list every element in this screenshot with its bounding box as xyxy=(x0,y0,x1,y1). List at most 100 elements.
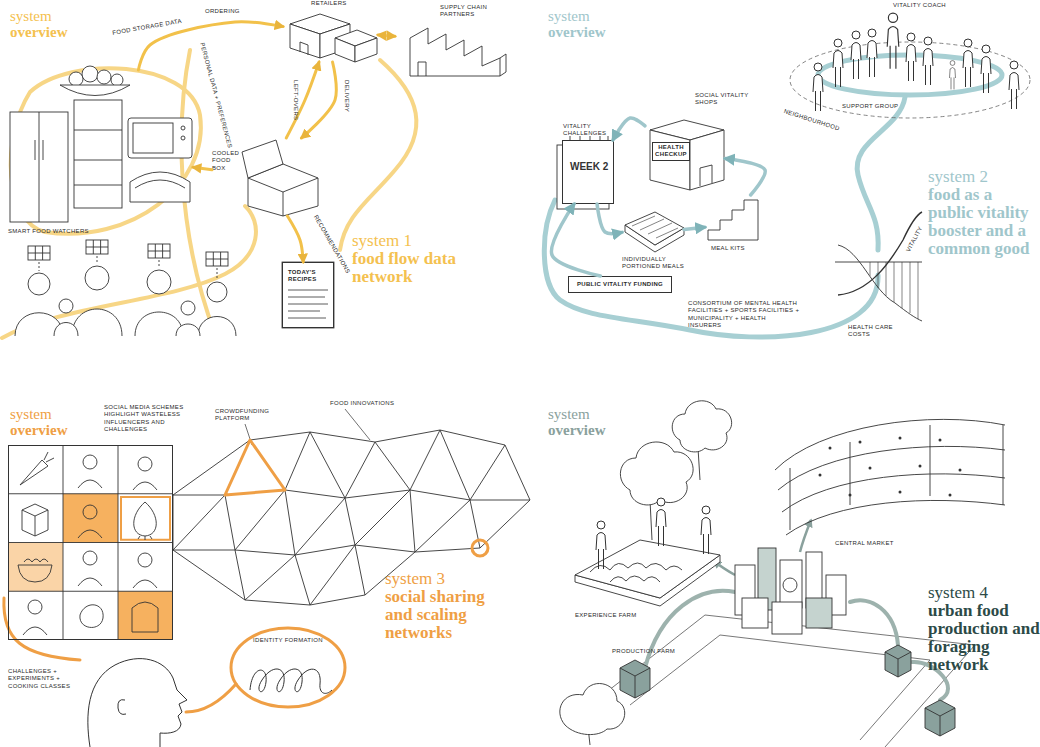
grid-line xyxy=(121,497,170,540)
farm-cube xyxy=(620,645,955,736)
section-heading: system xyxy=(548,406,590,422)
market-visitor xyxy=(899,437,902,440)
city-building xyxy=(735,548,846,634)
vitality-flow xyxy=(857,97,905,250)
city-building xyxy=(783,578,797,592)
system-title: food flow data network xyxy=(352,250,482,286)
annotation: PRODUCTION FARM xyxy=(612,648,675,655)
grid-icon xyxy=(133,482,157,490)
shop-building xyxy=(690,130,724,190)
farm-cube xyxy=(925,700,955,736)
city-building xyxy=(742,598,768,628)
flow-connector xyxy=(684,227,705,229)
flow-swoosh xyxy=(2,206,256,338)
grid-icon xyxy=(22,504,48,536)
orange-highlight xyxy=(186,684,236,712)
flow-connector xyxy=(725,159,765,196)
family-figure xyxy=(85,266,109,290)
meal-package xyxy=(625,212,684,245)
supply-chain-building xyxy=(418,62,426,76)
node-label: MEAL KITS xyxy=(711,245,766,252)
data-panel xyxy=(28,246,50,260)
network-mesh xyxy=(245,595,365,605)
annotation: CHALLENGES + EXPERIMENTS + COOKING CLASS… xyxy=(8,668,80,690)
vitality-flow xyxy=(544,55,1002,337)
flow-connector xyxy=(613,118,645,140)
kitchen-appliance xyxy=(10,100,192,222)
grid-cell-fill xyxy=(8,543,63,592)
cooled-food-box: COOLED FOOD BOX xyxy=(212,138,322,216)
kitchen-appliance xyxy=(74,130,122,185)
section-heading: system xyxy=(10,406,52,422)
grid-icon xyxy=(83,505,97,519)
identity-spiral xyxy=(250,669,332,693)
city-building xyxy=(772,602,802,634)
family-figure xyxy=(72,309,122,336)
meal-package xyxy=(625,212,684,252)
node-label: PUBLIC VITALITY FUNDING xyxy=(569,281,671,288)
meal-kit-stairs: MEAL KITS xyxy=(705,195,763,253)
vitality-flow xyxy=(544,200,878,337)
farm-tree xyxy=(620,442,693,505)
grid-line xyxy=(8,445,173,640)
flow-connector xyxy=(597,204,622,234)
fruit-bowl xyxy=(111,74,123,86)
grid-icon xyxy=(23,627,47,635)
grid-icon xyxy=(80,605,103,628)
network-mesh xyxy=(250,430,505,445)
social-media-grid: SOCIAL MEDIA SCHEMES HIGHLIGHT WASTELESS… xyxy=(8,445,173,640)
flow-swoosh xyxy=(340,60,416,250)
connector-label: LEFT-OVERS xyxy=(292,80,299,120)
grid-icon xyxy=(132,602,158,632)
market-hall xyxy=(778,446,1005,490)
person-figure xyxy=(1009,61,1019,109)
market-visitor xyxy=(959,469,962,472)
face-profile xyxy=(88,659,187,747)
grid-line xyxy=(8,445,173,640)
family-figure xyxy=(207,282,227,302)
ground-plane xyxy=(630,635,930,740)
market-visitor xyxy=(899,491,902,494)
farm-cube xyxy=(925,708,955,736)
recipe-sheet xyxy=(288,290,328,318)
supply-chain-building xyxy=(500,54,506,76)
market-visitor xyxy=(849,494,852,497)
farm-cube xyxy=(885,645,911,677)
market-visitor xyxy=(819,437,962,497)
meal-package xyxy=(632,216,678,238)
grid-icon xyxy=(78,530,102,538)
network-mesh xyxy=(173,490,530,555)
flow-swoosh xyxy=(2,50,416,338)
flow-connector xyxy=(286,62,319,138)
person-figure xyxy=(701,506,711,554)
grid-icon xyxy=(78,578,102,586)
grid-icon xyxy=(138,553,152,567)
supply-chain-group: SUPPLY CHAIN PARTNERS xyxy=(395,4,507,78)
person-figure xyxy=(851,31,861,79)
person-figure xyxy=(950,61,956,90)
market-visitor xyxy=(919,465,922,468)
data-panel xyxy=(206,252,228,266)
meal-kit-steps xyxy=(708,200,758,240)
market-visitor xyxy=(869,467,872,470)
annotation: NEIGHBOURHOOD xyxy=(783,108,841,133)
network-arc xyxy=(645,591,948,700)
kitchen-appliance xyxy=(10,112,68,222)
kitchen-appliance xyxy=(130,172,190,202)
data-panel xyxy=(206,252,228,266)
flow-connector xyxy=(193,167,212,169)
connector-label: RECOMMENDATIONS xyxy=(312,214,352,275)
system-number: system 3 xyxy=(385,570,445,588)
fruit-bowl xyxy=(82,66,98,82)
person-figure xyxy=(906,33,916,81)
orange-highlight xyxy=(4,598,80,660)
node-label: VITALITY CHALLENGES xyxy=(563,123,621,138)
grid-icon xyxy=(138,457,152,471)
annotation: EXPERIENCE FARM xyxy=(575,612,637,619)
fruit-bowl xyxy=(60,66,130,96)
shop-building xyxy=(650,120,724,190)
flow-connector xyxy=(551,204,600,276)
retailer-group: RETAILERS xyxy=(283,0,378,62)
family-figure xyxy=(135,312,183,336)
